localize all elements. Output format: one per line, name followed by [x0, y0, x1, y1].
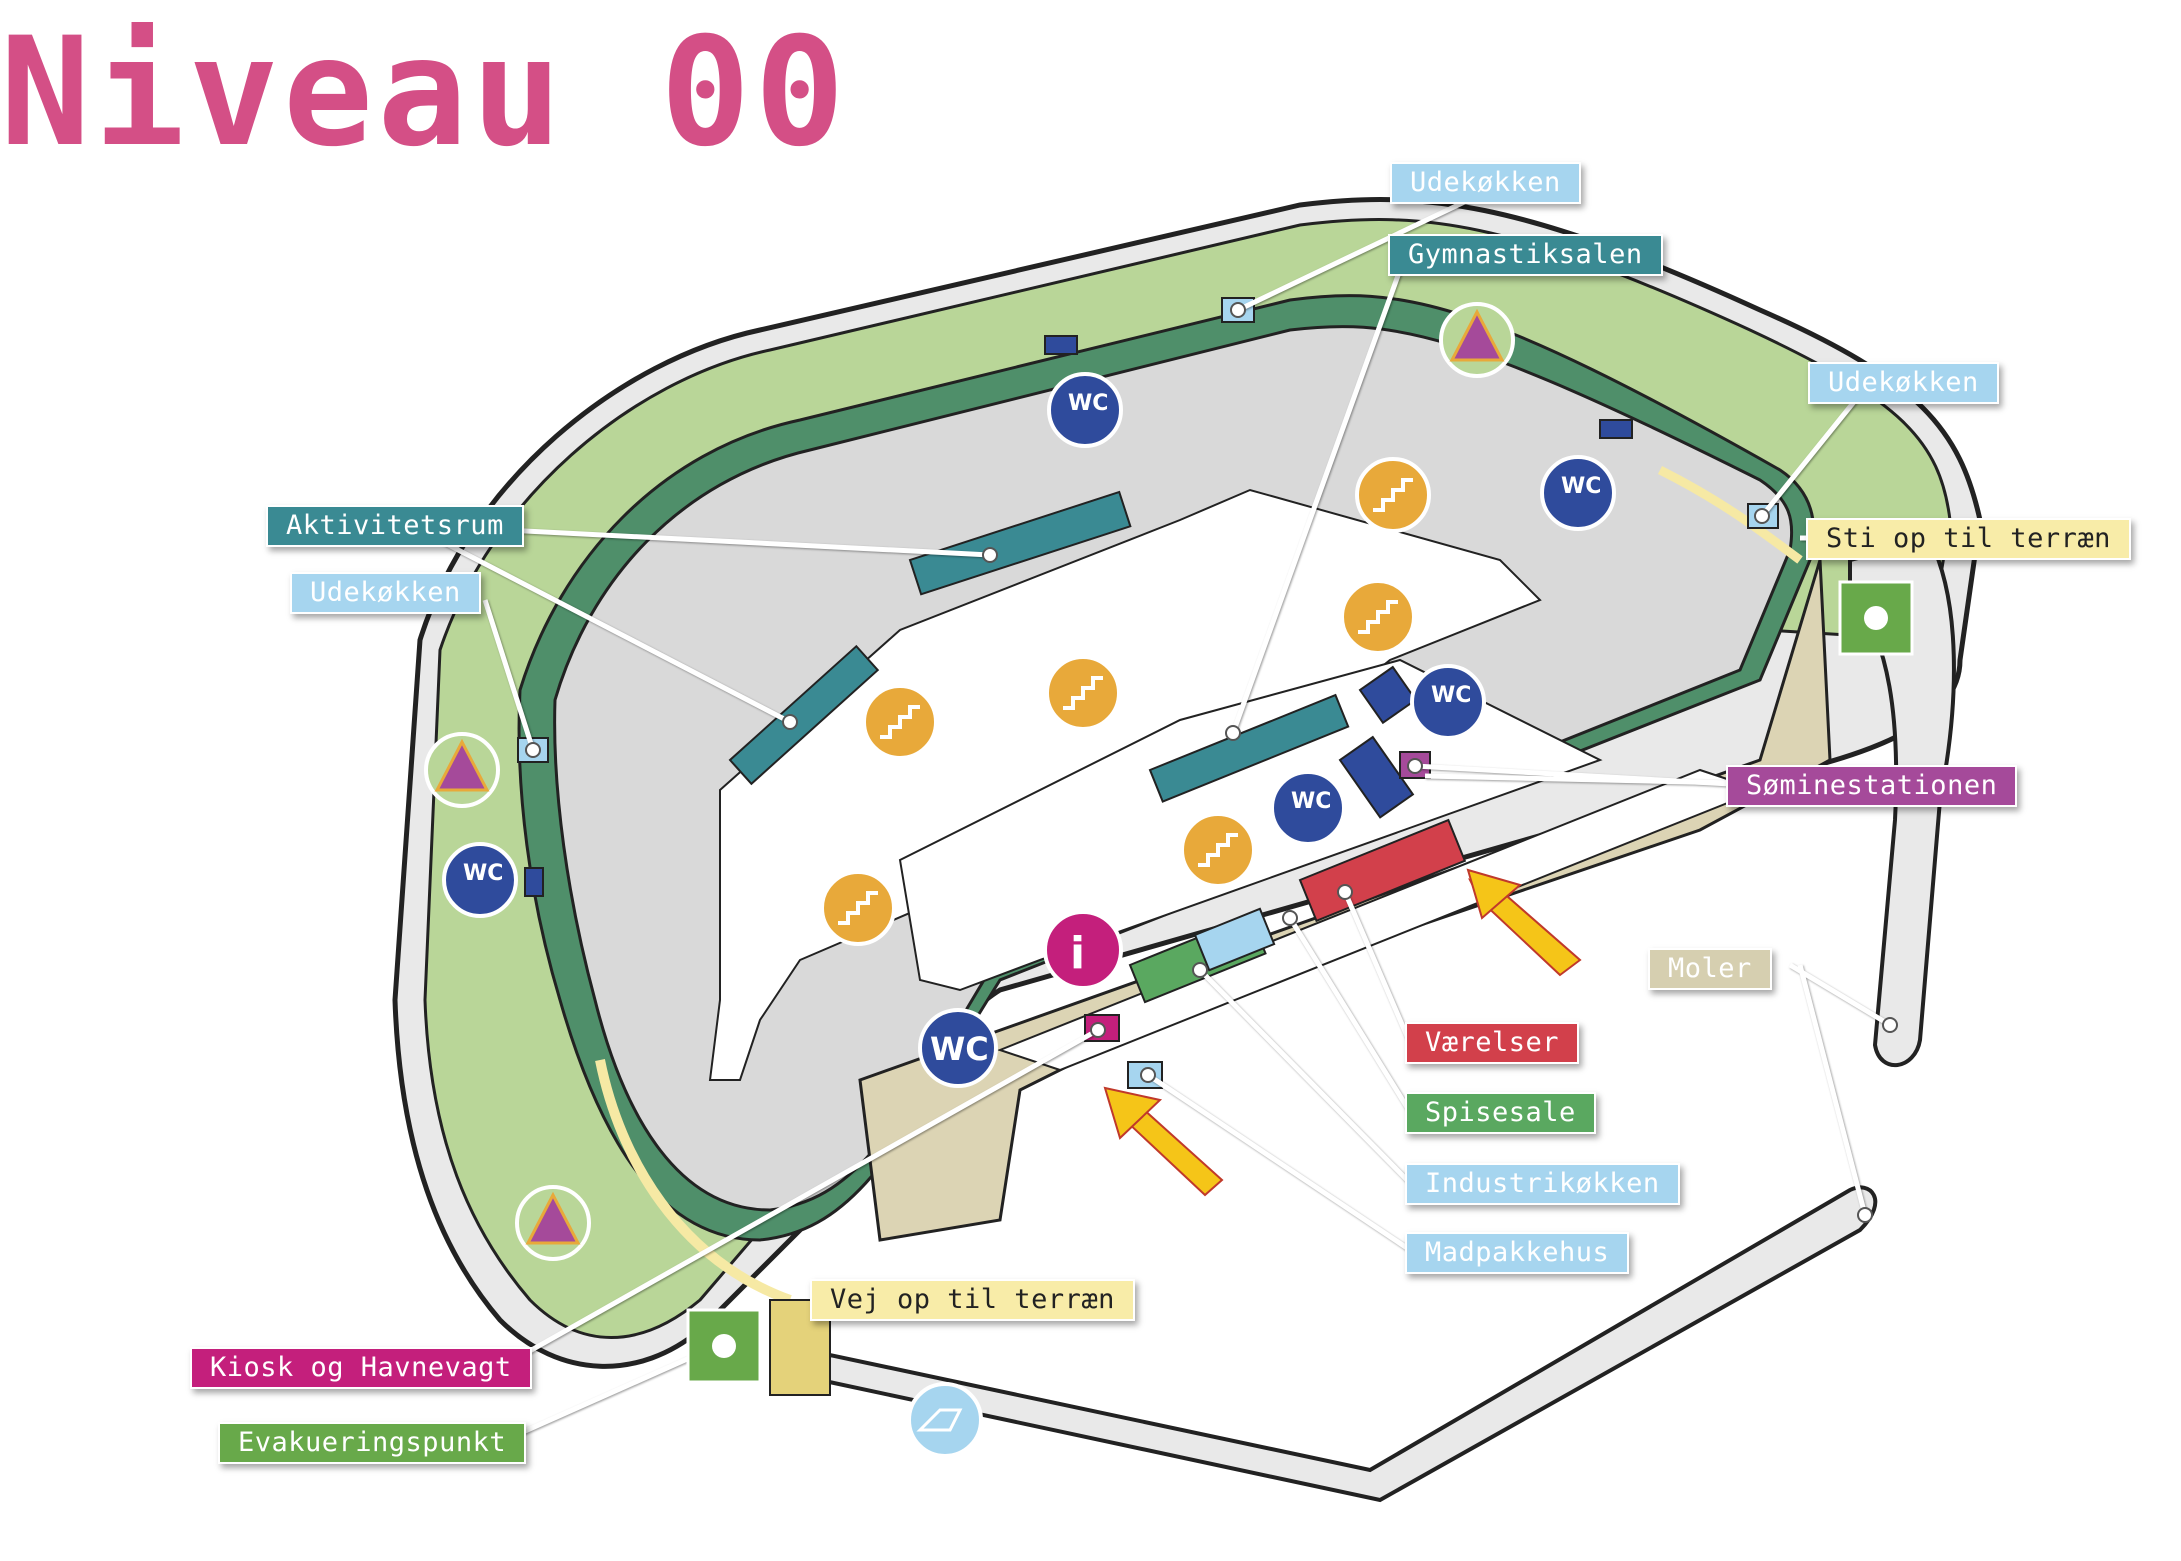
wc-shower-icon: WC [442, 842, 518, 918]
wall-hut-3 [524, 867, 544, 897]
evacuation-point-icon [686, 1308, 762, 1384]
wall-hut-1 [1044, 335, 1078, 355]
label-sominestationen: Søminestationen [1726, 765, 2018, 807]
rooms-teal-left [728, 644, 880, 786]
wc-shower-icon: WC [1270, 770, 1346, 846]
label-vej-op-til-terraen: Vej op til terræn [810, 1279, 1135, 1321]
wc-icon: WC [918, 1008, 998, 1088]
label-gymnastiksalen: Gymnastiksalen [1388, 234, 1663, 276]
wc-shower-icon: WC [1540, 455, 1616, 531]
path-right [1657, 465, 1803, 564]
label-moler: Moler [1648, 948, 1772, 990]
rooms-blue [1338, 665, 1418, 819]
path-left [595, 1059, 792, 1305]
label-vaerelser: Værelser [1405, 1022, 1580, 1064]
boat-ramp-icon [907, 1382, 983, 1458]
entrance-arrow-icon [1103, 1086, 1224, 1197]
svg-text:WC: WC [463, 861, 503, 886]
tent-icon [1439, 302, 1515, 378]
label-madpakkehus: Madpakkehus [1405, 1232, 1630, 1274]
rooms-teal-top [908, 490, 1132, 596]
info-icon: i [1043, 910, 1123, 990]
wc-shower-icon: WC [1047, 372, 1123, 448]
page-title: Niveau 00 [0, 6, 849, 180]
svg-text:WC: WC [1291, 789, 1331, 814]
wall-hut-2 [1599, 419, 1633, 439]
svg-text:WC: WC [1561, 474, 1601, 499]
rooms-teal-center [1148, 693, 1350, 803]
tent-icon [424, 732, 500, 808]
building-network [708, 488, 1763, 1081]
label-kiosk-og-havnevagt: Kiosk og Havnevagt [190, 1347, 532, 1389]
label-udekokken-right: Udekøkken [1808, 362, 1999, 404]
label-evakueringspunkt: Evakueringspunkt [218, 1422, 527, 1464]
tent-icon [515, 1185, 591, 1261]
entrance-arrow-icon [1466, 868, 1582, 977]
label-industrikokken: Industrikøkken [1405, 1163, 1680, 1205]
rooms-light [1193, 907, 1276, 972]
svg-text:WC: WC [1068, 391, 1108, 416]
pier-bottom [817, 1185, 1878, 1503]
evacuation-point-icon [1838, 580, 1914, 656]
label-udekokken-top: Udekøkken [1390, 162, 1581, 204]
label-aktivitetsrum: Aktivitetsrum [266, 505, 524, 547]
label-sti-op-til-terraen: Sti op til terræn [1806, 518, 2131, 560]
svg-text:WC: WC [1431, 683, 1471, 708]
svg-text:WC: WC [930, 1030, 989, 1068]
svg-text:i: i [1070, 928, 1085, 979]
leader-dots [525, 302, 1898, 1223]
stairs-glyph [838, 478, 1413, 925]
wc-shower-icon: WC [1410, 664, 1486, 740]
label-spisesale: Spisesale [1405, 1092, 1596, 1134]
label-udekokken-left: Udekøkken [290, 572, 481, 614]
